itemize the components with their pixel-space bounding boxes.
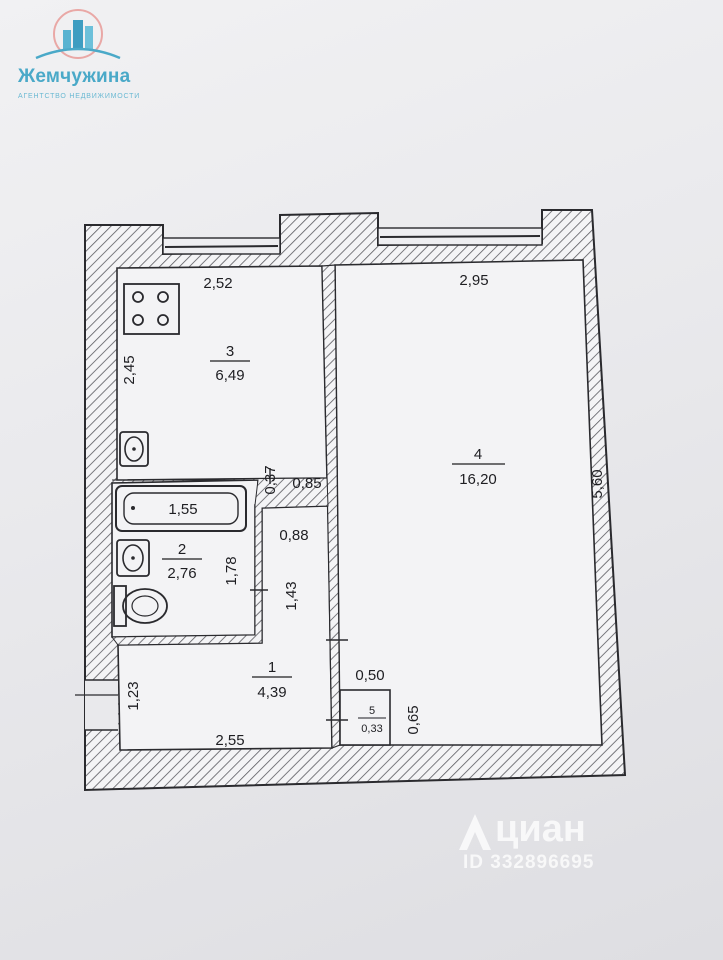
room-4-area: 16,20 bbox=[459, 471, 497, 488]
cian-logo-icon bbox=[459, 814, 491, 850]
dimension-labels: 2,52 2,45 2,95 5,60 1,55 0,37 0,85 0,88 … bbox=[121, 272, 606, 749]
room-5-area: 0,33 bbox=[361, 723, 382, 735]
dim-entry-depth: 1,23 bbox=[125, 681, 142, 710]
building-icon bbox=[35, 9, 121, 60]
kitchen-sink-icon bbox=[119, 431, 149, 467]
room-1-area: 4,39 bbox=[257, 684, 286, 701]
room-3-area: 6,49 bbox=[215, 367, 244, 384]
room-2-area: 2,76 bbox=[167, 565, 196, 582]
room-2-number: 2 bbox=[178, 541, 186, 558]
dim-kitchen-depth: 2,45 bbox=[121, 355, 138, 384]
room-1-number: 1 bbox=[268, 659, 276, 676]
dim-hall-top-width: 0,85 bbox=[292, 475, 321, 492]
toilet-icon bbox=[113, 585, 168, 627]
fixtures bbox=[113, 283, 247, 627]
dim-bathroom-depth: 1,78 bbox=[223, 556, 240, 585]
stove-icon bbox=[123, 283, 180, 335]
dim-corridor-depth: 1,43 bbox=[283, 581, 300, 610]
agency-logo: Жемчужина агентство недвижимости bbox=[8, 6, 158, 111]
room-labels: 3 6,49 4 16,20 2 2,76 1 4,39 5 0,33 bbox=[162, 343, 505, 735]
interior bbox=[75, 259, 603, 751]
watermark-id: ID 332896695 bbox=[463, 852, 595, 873]
dim-bath-gap: 0,37 bbox=[262, 465, 279, 494]
watermark-name: циан bbox=[495, 808, 586, 850]
dim-kitchen-width: 2,52 bbox=[203, 275, 232, 292]
dim-room-depth: 5,60 bbox=[589, 469, 606, 498]
windows bbox=[162, 227, 543, 255]
dim-corridor-width: 0,88 bbox=[279, 527, 308, 544]
dim-bath-length: 1,55 bbox=[168, 501, 197, 518]
washbasin-icon bbox=[116, 539, 150, 577]
dim-closet-width: 0,50 bbox=[355, 667, 384, 684]
dim-entry-width: 2,55 bbox=[215, 732, 244, 749]
dim-closet-depth: 0,65 bbox=[405, 705, 422, 734]
dim-room-width: 2,95 bbox=[459, 272, 488, 289]
agency-subtitle: агентство недвижимости bbox=[18, 93, 141, 100]
agency-name: Жемчужина bbox=[18, 66, 131, 87]
room-4-number: 4 bbox=[474, 446, 482, 463]
room-5-number: 5 bbox=[369, 705, 375, 717]
room-3-number: 3 bbox=[226, 343, 234, 360]
bathtub-icon bbox=[115, 485, 247, 532]
